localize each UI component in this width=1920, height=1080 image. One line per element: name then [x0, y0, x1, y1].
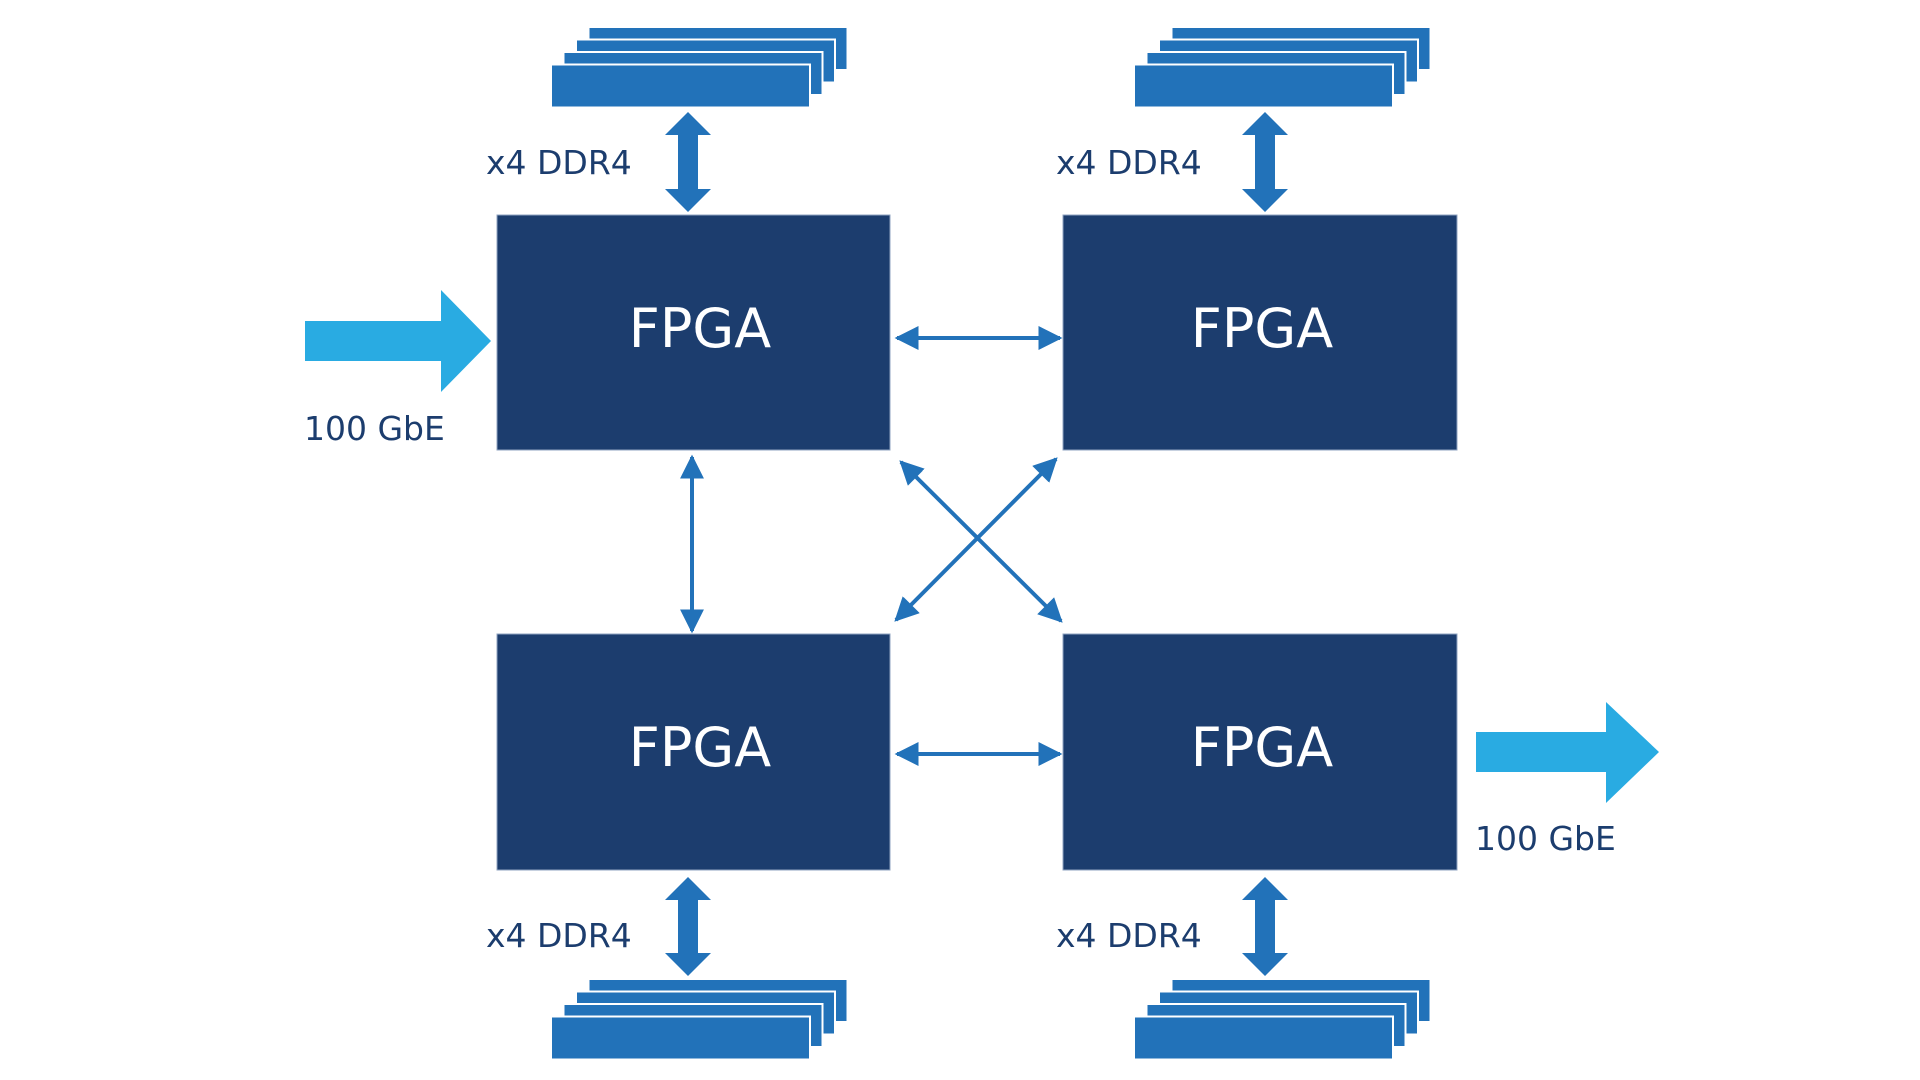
- memory-stack-top-right: [1133, 26, 1432, 109]
- fpga-label: FPGA: [1191, 716, 1333, 779]
- ethernet-output-label: 100 GbE: [1475, 819, 1616, 858]
- memory-label-top-left: x4 DDR4: [486, 143, 632, 182]
- ethernet-input-arrow: [305, 290, 491, 392]
- fpga-bottom-right: FPGA: [1062, 633, 1458, 871]
- memory-label-top-right: x4 DDR4: [1056, 143, 1202, 182]
- memory-link-arrow-top-right: [1242, 112, 1288, 212]
- fpga-label: FPGA: [629, 716, 771, 779]
- ethernet-output-arrow: [1476, 702, 1659, 803]
- memory-stack-bottom-left: [550, 978, 849, 1061]
- fpga-top-left: FPGA: [496, 214, 891, 451]
- memory-module: [550, 63, 811, 109]
- memory-link-arrow-bottom-left: [665, 877, 711, 976]
- memory-module: [1133, 63, 1394, 109]
- link-top-right-bottom-left: [894, 457, 1058, 622]
- memory-module: [1133, 1015, 1394, 1061]
- fpga-top-right: FPGA: [1062, 214, 1458, 451]
- memory-module: [550, 1015, 811, 1061]
- memory-link-arrow-bottom-right: [1242, 877, 1288, 976]
- fpga-bottom-left: FPGA: [496, 633, 891, 871]
- memory-label-bottom-left: x4 DDR4: [486, 916, 632, 955]
- memory-stack-top-left: [550, 26, 849, 109]
- memory-stack-bottom-right: [1133, 978, 1432, 1061]
- memory-link-arrow-top-left: [665, 112, 711, 212]
- memory-label-bottom-right: x4 DDR4: [1056, 916, 1202, 955]
- ethernet-input-label: 100 GbE: [304, 409, 445, 448]
- fpga-label: FPGA: [1191, 297, 1333, 360]
- link-top-left-bottom-right: [899, 460, 1063, 623]
- fpga-label: FPGA: [629, 297, 771, 360]
